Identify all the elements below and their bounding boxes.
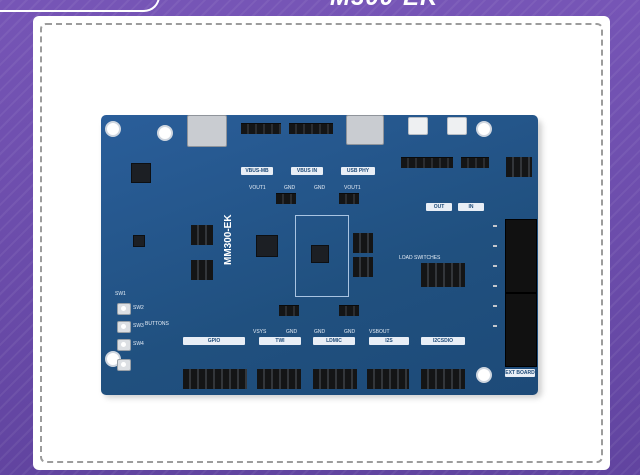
- silk-label: EXT BOARD: [505, 369, 535, 377]
- silk-label: TWI: [259, 337, 301, 345]
- usb-c-connector-icon: [346, 115, 384, 145]
- mounting-hole-icon: [157, 125, 173, 141]
- pin-header-icon: [353, 257, 373, 277]
- silk-label: USB PHY: [341, 167, 375, 175]
- chip-icon: [133, 235, 145, 247]
- silk-label: VBUS-MB: [241, 167, 273, 175]
- push-button-icon: [117, 303, 131, 315]
- jumper-icon: [276, 193, 296, 204]
- mounting-hole-icon: [476, 367, 492, 383]
- usb-c-connector-icon: [187, 115, 227, 147]
- pin-header-icon: [313, 369, 357, 389]
- pin-header-icon: [183, 369, 247, 389]
- silk-text: VOUT1: [344, 185, 361, 191]
- push-button-icon: [117, 359, 131, 371]
- mounting-hole-icon: [105, 121, 121, 137]
- silk-text: SW4: [133, 341, 144, 347]
- pcb-board: VBUS-MB VBUS IN USB PHY VOUT1 GND GND VO…: [101, 115, 538, 395]
- ext-board-header-icon: [505, 293, 537, 367]
- top-left-tab-outline: [0, 0, 160, 12]
- pin-header-icon: [421, 263, 465, 287]
- silk-text: VSYS: [253, 329, 267, 335]
- mounting-hole-icon: [476, 121, 492, 137]
- pin-header-icon: [506, 157, 532, 177]
- silk-text: VOUT1: [249, 185, 266, 191]
- pin-header-icon: [191, 225, 213, 245]
- smd-pad: [493, 305, 497, 307]
- pin-header-icon: [191, 260, 213, 280]
- silk-text: GND: [286, 329, 298, 335]
- silk-label: OUT: [426, 203, 452, 211]
- push-button-icon: [117, 321, 131, 333]
- page-heading: M300-EK: [330, 0, 640, 11]
- silk-text: VSBOUT: [369, 329, 390, 335]
- chip-icon: [131, 163, 151, 183]
- silk-text: GND: [314, 329, 326, 335]
- silk-text: BUTTONS: [145, 321, 169, 327]
- silk-text: LOAD SWITCHES: [399, 255, 441, 261]
- jumper-icon: [339, 305, 359, 316]
- silk-text: SW3: [133, 323, 144, 329]
- smd-pad: [493, 325, 497, 327]
- smd-pad: [493, 225, 497, 227]
- smd-pad: [493, 285, 497, 287]
- pin-header-icon: [241, 123, 281, 134]
- jumper-icon: [339, 193, 359, 204]
- main-chip-icon: [311, 245, 329, 263]
- module-outline: [295, 215, 349, 297]
- chip-icon: [256, 235, 278, 257]
- silk-label: IN: [458, 203, 484, 211]
- jst-connector-icon: [447, 117, 467, 135]
- pin-header-icon: [353, 233, 373, 253]
- silk-label: GPIO: [183, 337, 245, 345]
- silk-label: VBUS IN: [291, 167, 323, 175]
- push-button-icon: [117, 339, 131, 351]
- board-name: MM300-EK: [223, 214, 234, 265]
- silk-text: GND: [344, 329, 356, 335]
- pin-header-icon: [461, 157, 489, 168]
- silk-label: LDMIC: [313, 337, 355, 345]
- silk-text: SW1: [115, 291, 126, 297]
- pin-header-icon: [367, 369, 409, 389]
- pin-header-icon: [257, 369, 301, 389]
- silk-text: GND: [314, 185, 326, 191]
- silk-label: I2CSDIO: [421, 337, 465, 345]
- silk-text: SW2: [133, 305, 144, 311]
- pin-header-icon: [289, 123, 333, 134]
- jst-connector-icon: [408, 117, 428, 135]
- card-dashed-border: [40, 23, 603, 463]
- pin-header-icon: [401, 157, 453, 168]
- pin-header-icon: [421, 369, 465, 389]
- silk-label: I2S: [369, 337, 409, 345]
- silk-text: GND: [284, 185, 296, 191]
- smd-pad: [493, 245, 497, 247]
- smd-pad: [493, 265, 497, 267]
- ext-board-header-icon: [505, 219, 537, 293]
- jumper-icon: [279, 305, 299, 316]
